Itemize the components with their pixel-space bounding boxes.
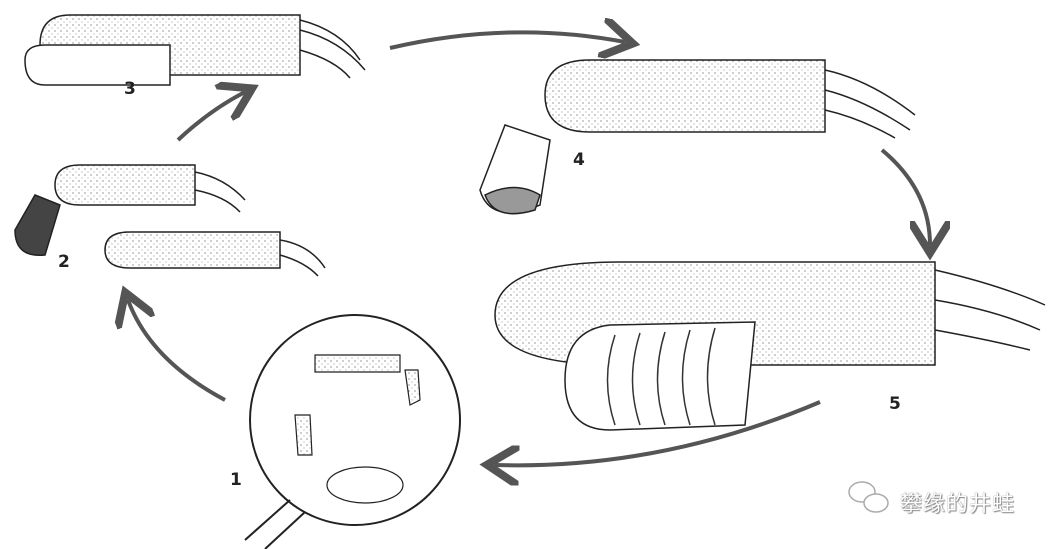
stage-5-animal [494,261,1046,431]
magnifier [244,314,461,549]
stage-4-animal [479,59,916,215]
cycle-arrows [128,32,930,465]
arrow-5-to-1 [495,400,821,465]
arrow-1-to-2 [128,300,226,402]
stage-label-2: 2 [58,252,70,272]
wechat-icon [848,481,889,513]
arrow-4-to-5 [880,148,930,245]
watermark-text: 攀缘的井蛙 [900,492,1016,517]
stage-2-animals [14,164,326,277]
arrow-3-to-4 [389,32,625,48]
stage-label-5: 5 [889,394,901,414]
arrow-2-to-3 [176,92,245,142]
stage-label-3: 3 [124,79,136,99]
stage-label-4: 4 [573,150,585,170]
stage-label-1: 1 [230,470,242,490]
stage-3-animal [24,14,366,86]
